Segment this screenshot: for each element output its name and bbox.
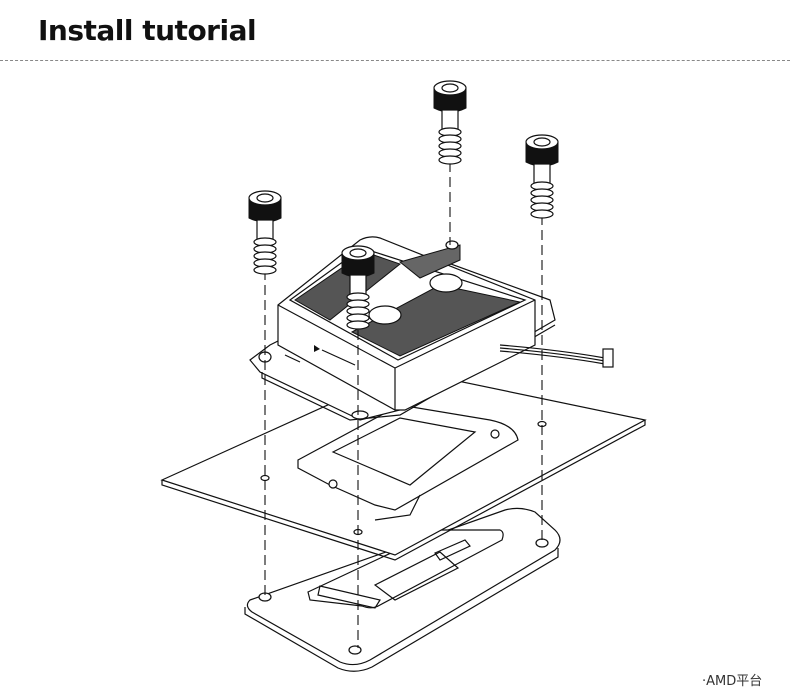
page-title: Install tutorial xyxy=(38,14,257,47)
screws-group xyxy=(248,80,559,330)
thumb-screw-with-spring xyxy=(248,190,282,275)
cpu-socket xyxy=(297,404,519,521)
platform-caption: ·AMD平台 xyxy=(702,674,763,689)
brand-logo xyxy=(314,345,356,366)
fan-cable-connector xyxy=(499,344,614,368)
title-divider xyxy=(0,60,790,61)
thumb-screw-with-spring xyxy=(525,134,559,219)
thumb-screw-with-spring xyxy=(341,245,375,330)
alignment-lines xyxy=(264,162,543,648)
backplate xyxy=(244,507,561,672)
thumb-screw-with-spring xyxy=(433,80,467,165)
